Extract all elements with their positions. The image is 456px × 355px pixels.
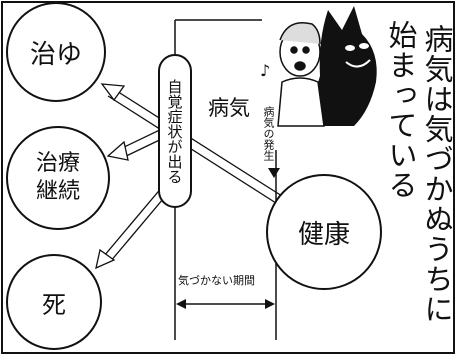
onset-label: 病気の発生 [262, 106, 275, 161]
symptom-pill: 自覚症状が出る [158, 54, 192, 208]
person-illustration [277, 22, 325, 127]
devil-shadow-illustration [315, 6, 377, 126]
onset-arrow [268, 168, 280, 178]
node-shi: 死 [6, 254, 102, 350]
node-kenko-label: 健康 [297, 219, 350, 250]
unnoticed-period-label: 気づかない期間 [178, 274, 255, 287]
node-chiryo-line1: 治療 [35, 151, 80, 176]
node-kenko: 健康 [266, 174, 382, 290]
period-arrow-head-left [176, 299, 186, 309]
node-chiryo-keizoku: 治療 継続 [6, 126, 110, 230]
illness-label: 病気 [208, 96, 250, 120]
node-shi-label: 死 [42, 290, 66, 319]
title-line1: 病気は気づかぬうちに [420, 24, 454, 324]
node-chiyu-label: 治ゆ [29, 39, 82, 70]
arrow-kenko-to-chiyu [100, 83, 283, 204]
symptom-label: 自覚症状が出る [165, 78, 184, 184]
node-chiyu: 治ゆ [6, 2, 106, 102]
music-note-icon: ♪ [260, 61, 270, 80]
title-line2: 始まっている [384, 20, 418, 200]
period-arrow-head-right [265, 299, 275, 309]
cartoon-illustration: ♪ [260, 6, 377, 127]
node-chiryo-line2: 継続 [35, 179, 80, 204]
